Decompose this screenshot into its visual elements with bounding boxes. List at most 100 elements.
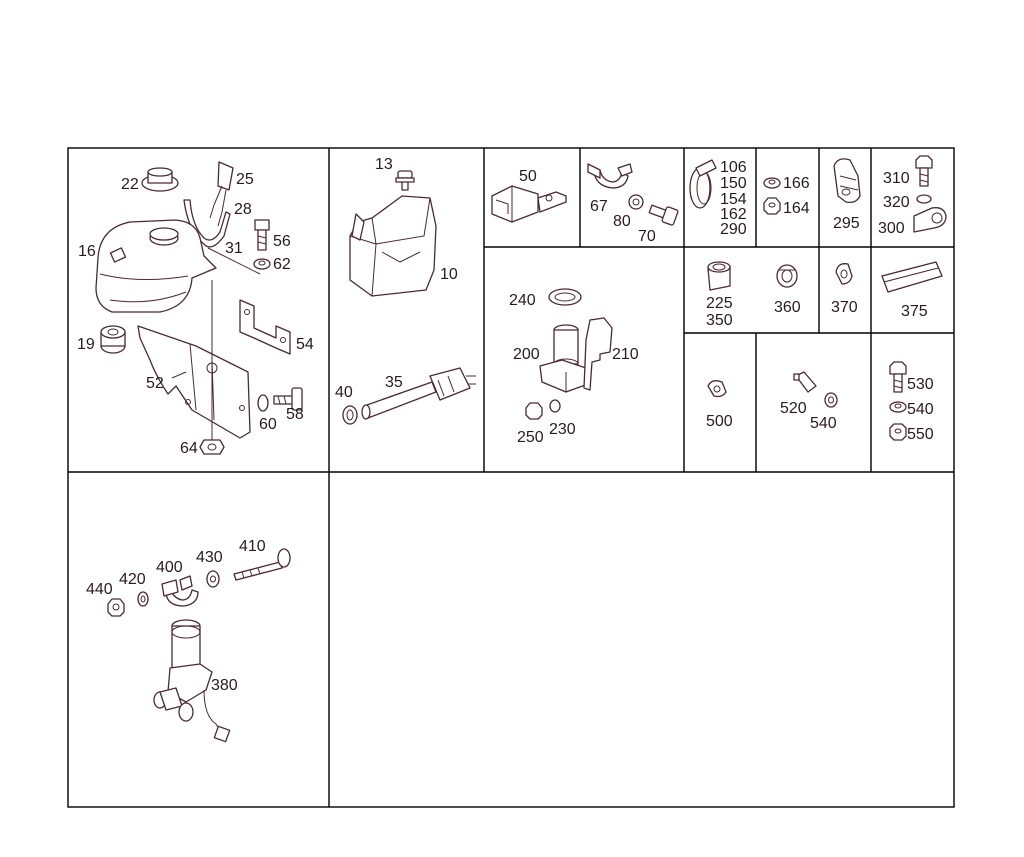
label-230: 230 <box>549 421 576 438</box>
label-166: 166 <box>783 175 810 192</box>
label-106: 106 <box>720 159 747 176</box>
reservoir-tank-illustration <box>95 219 217 313</box>
label-240: 240 <box>509 292 536 309</box>
cell-bolt-530: 530 540 550 <box>889 361 934 443</box>
cell-bellows: 295 <box>833 158 861 232</box>
clip-500-illustration <box>707 380 727 398</box>
sleeve-225-illustration <box>707 261 731 291</box>
label-440: 440 <box>86 581 113 598</box>
cell-tape-375: 375 <box>881 261 943 320</box>
label-25: 25 <box>236 171 254 188</box>
clamp-240-illustration <box>548 288 582 306</box>
grommet-360-illustration <box>776 264 798 288</box>
clip-300-illustration <box>913 207 947 233</box>
label-210: 210 <box>612 346 639 363</box>
label-28: 28 <box>234 201 252 218</box>
seal-40-illustration <box>342 405 358 425</box>
label-50: 50 <box>519 168 537 185</box>
label-300: 300 <box>878 220 905 237</box>
label-150: 150 <box>720 175 747 192</box>
label-13: 13 <box>375 156 393 173</box>
bracket-52-illustration <box>137 280 251 440</box>
label-420: 420 <box>119 571 146 588</box>
cell-connector: 50 <box>491 168 567 223</box>
plug-520-illustration <box>793 371 838 408</box>
label-31: 31 <box>225 240 243 257</box>
cell-filter-housing: 13 10 35 40 <box>335 156 476 425</box>
fitting-13-illustration <box>395 170 415 191</box>
cell-washer-nut: 166 164 <box>763 175 810 217</box>
label-10: 10 <box>440 266 458 283</box>
connector-50-illustration <box>491 185 567 223</box>
washer-420-illustration <box>137 591 149 607</box>
label-80: 80 <box>613 213 631 230</box>
clamp-67-illustration <box>587 163 633 189</box>
label-225: 225 <box>706 295 733 312</box>
diagram-grid <box>67 147 955 808</box>
bolt-310-illustration <box>915 155 933 187</box>
label-370: 370 <box>831 299 858 316</box>
reservoir-cap-illustration <box>141 167 179 192</box>
label-16: 16 <box>78 243 96 260</box>
label-56: 56 <box>273 233 291 250</box>
sensor-35-illustration <box>361 367 476 420</box>
bolt-70-illustration <box>648 204 679 226</box>
label-430: 430 <box>196 549 223 566</box>
label-410: 410 <box>239 538 266 555</box>
label-310: 310 <box>883 170 910 187</box>
bolt-530-illustration <box>889 361 907 393</box>
label-550: 550 <box>907 426 934 443</box>
clip-370-illustration <box>835 263 853 285</box>
label-164: 164 <box>783 200 810 217</box>
label-54: 54 <box>296 336 314 353</box>
label-250: 250 <box>517 429 544 446</box>
label-290: 290 <box>720 221 747 238</box>
housing-10-illustration <box>349 195 437 297</box>
cell-clip-370: 370 <box>831 263 858 316</box>
nut-164-illustration <box>763 197 781 215</box>
nut-250-illustration <box>525 399 561 420</box>
label-540b: 540 <box>907 401 934 418</box>
cell-clamp: 67 80 70 <box>587 163 679 245</box>
bracket-54-illustration <box>239 299 291 355</box>
pump-380-illustration <box>153 619 231 743</box>
cell-reservoir-assembly: 22 25 28 16 31 56 62 19 54 52 60 58 64 <box>77 161 314 457</box>
label-295: 295 <box>833 215 860 232</box>
label-154: 154 <box>720 191 747 208</box>
hose-clamp-illustration <box>689 159 717 209</box>
cell-grommet-360: 360 <box>774 264 801 316</box>
cell1-leaders <box>171 247 261 379</box>
label-530: 530 <box>907 376 934 393</box>
cell-hose-clamp: 106 150 154 162 290 <box>689 159 747 238</box>
label-35: 35 <box>385 374 403 391</box>
washer-320-illustration <box>916 194 932 204</box>
nut-550-illustration <box>889 423 907 441</box>
label-40: 40 <box>335 384 353 401</box>
label-162: 162 <box>720 206 747 223</box>
bellows-295-illustration <box>833 158 861 204</box>
label-67: 67 <box>590 198 608 215</box>
bolt-410-illustration <box>233 548 291 581</box>
label-360: 360 <box>774 299 801 316</box>
cell-bolt-clip: 310 320 300 <box>878 155 947 237</box>
label-200: 200 <box>513 346 540 363</box>
clamp-400-illustration <box>161 575 199 607</box>
cell-sleeve: 225 350 <box>706 261 733 329</box>
valve-200-illustration <box>539 324 589 393</box>
label-22: 22 <box>121 176 139 193</box>
label-58: 58 <box>286 406 304 423</box>
washer-430-illustration <box>206 570 220 588</box>
bolt-58-illustration <box>199 387 303 455</box>
cell-pump-assembly: 410 430 400 420 440 380 <box>86 538 291 743</box>
cell-valve-assembly: 240 200 210 250 230 <box>509 288 639 446</box>
cell-plug-520: 520 540 <box>780 371 838 432</box>
label-500: 500 <box>706 413 733 430</box>
bolt-56-illustration <box>253 219 271 270</box>
label-350: 350 <box>706 312 733 329</box>
cell-clip-500: 500 <box>706 380 733 430</box>
label-62: 62 <box>273 256 291 273</box>
washer-540-illustration <box>889 401 907 413</box>
label-380: 380 <box>211 677 238 694</box>
label-52: 52 <box>146 375 164 392</box>
